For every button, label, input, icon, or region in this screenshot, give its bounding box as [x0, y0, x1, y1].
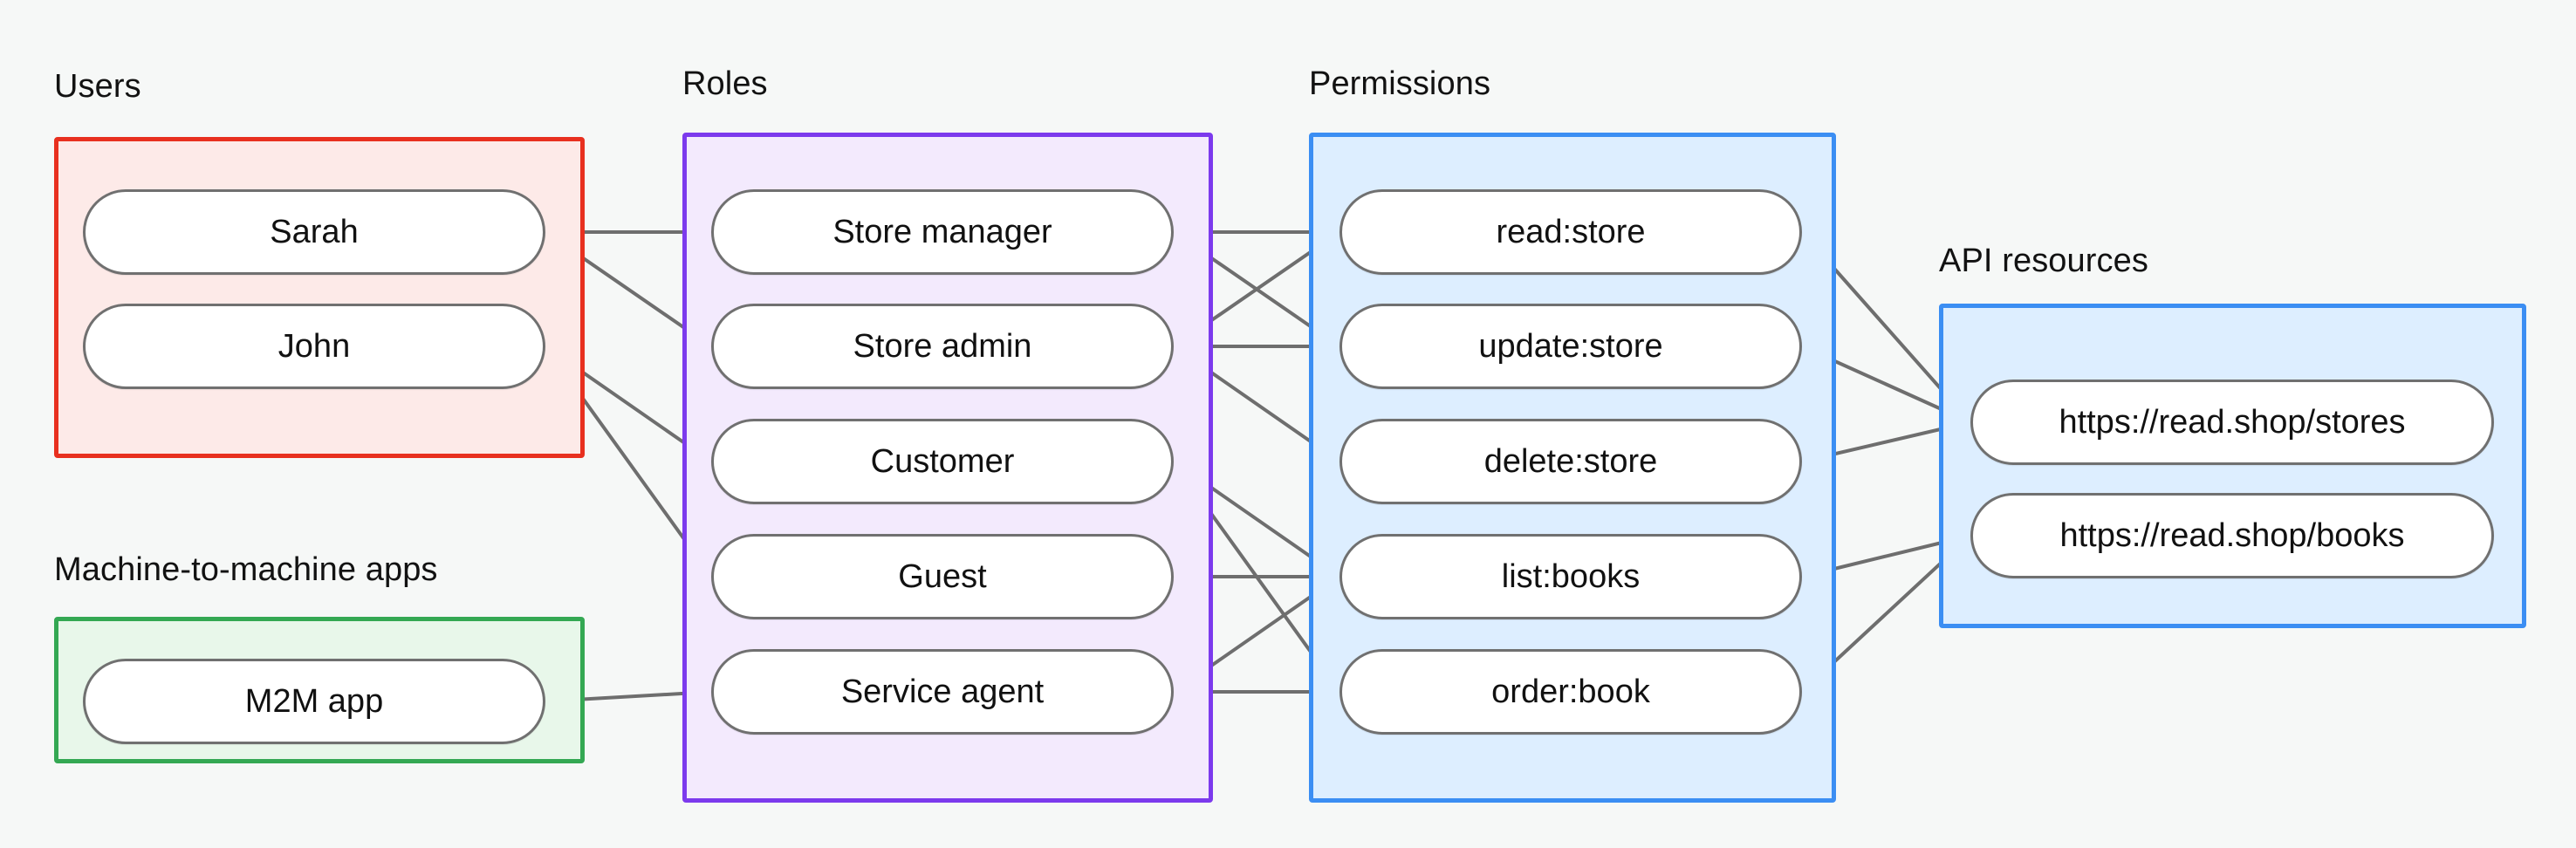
node-label-john: John	[277, 327, 351, 365]
node-label-update-store: update:store	[1478, 327, 1663, 365]
node-m2m-app[interactable]: M2M app	[83, 659, 545, 744]
node-list-books[interactable]: list:books	[1339, 534, 1802, 619]
group-label-permissions: Permissions	[1309, 65, 1491, 102]
node-delete-store[interactable]: delete:store	[1339, 419, 1802, 504]
node-label-read-store: read:store	[1496, 213, 1646, 250]
node-update-store[interactable]: update:store	[1339, 304, 1802, 389]
node-label-order-book: order:book	[1491, 673, 1650, 710]
node-label-res-books: https://read.shop/books	[2059, 516, 2405, 554]
node-label-list-books: list:books	[1501, 557, 1641, 595]
node-label-delete-store: delete:store	[1483, 442, 1658, 480]
group-label-m2m: Machine-to-machine apps	[54, 551, 438, 588]
group-label-roles: Roles	[682, 65, 768, 102]
group-container-users	[54, 137, 585, 458]
node-guest[interactable]: Guest	[711, 534, 1174, 619]
node-john[interactable]: John	[83, 304, 545, 389]
node-service-agent[interactable]: Service agent	[711, 649, 1174, 735]
node-res-books[interactable]: https://read.shop/books	[1970, 493, 2494, 578]
node-order-book[interactable]: order:book	[1339, 649, 1802, 735]
node-label-res-stores: https://read.shop/stores	[2059, 403, 2406, 441]
group-label-users: Users	[54, 68, 141, 105]
group-label-api-resources: API resources	[1939, 243, 2148, 279]
node-store-admin[interactable]: Store admin	[711, 304, 1174, 389]
node-read-store[interactable]: read:store	[1339, 189, 1802, 275]
node-label-service-agent: Service agent	[840, 673, 1045, 710]
node-customer[interactable]: Customer	[711, 419, 1174, 504]
node-label-guest: Guest	[898, 557, 987, 595]
node-store-manager[interactable]: Store manager	[711, 189, 1174, 275]
group-container-api-resources	[1939, 304, 2526, 628]
node-label-customer: Customer	[870, 442, 1015, 480]
node-label-store-manager: Store manager	[832, 213, 1052, 250]
node-label-sarah: Sarah	[270, 213, 359, 250]
node-label-m2m-app: M2M app	[244, 682, 384, 720]
node-sarah[interactable]: Sarah	[83, 189, 545, 275]
node-label-store-admin: Store admin	[853, 327, 1032, 365]
node-res-stores[interactable]: https://read.shop/stores	[1970, 380, 2494, 465]
